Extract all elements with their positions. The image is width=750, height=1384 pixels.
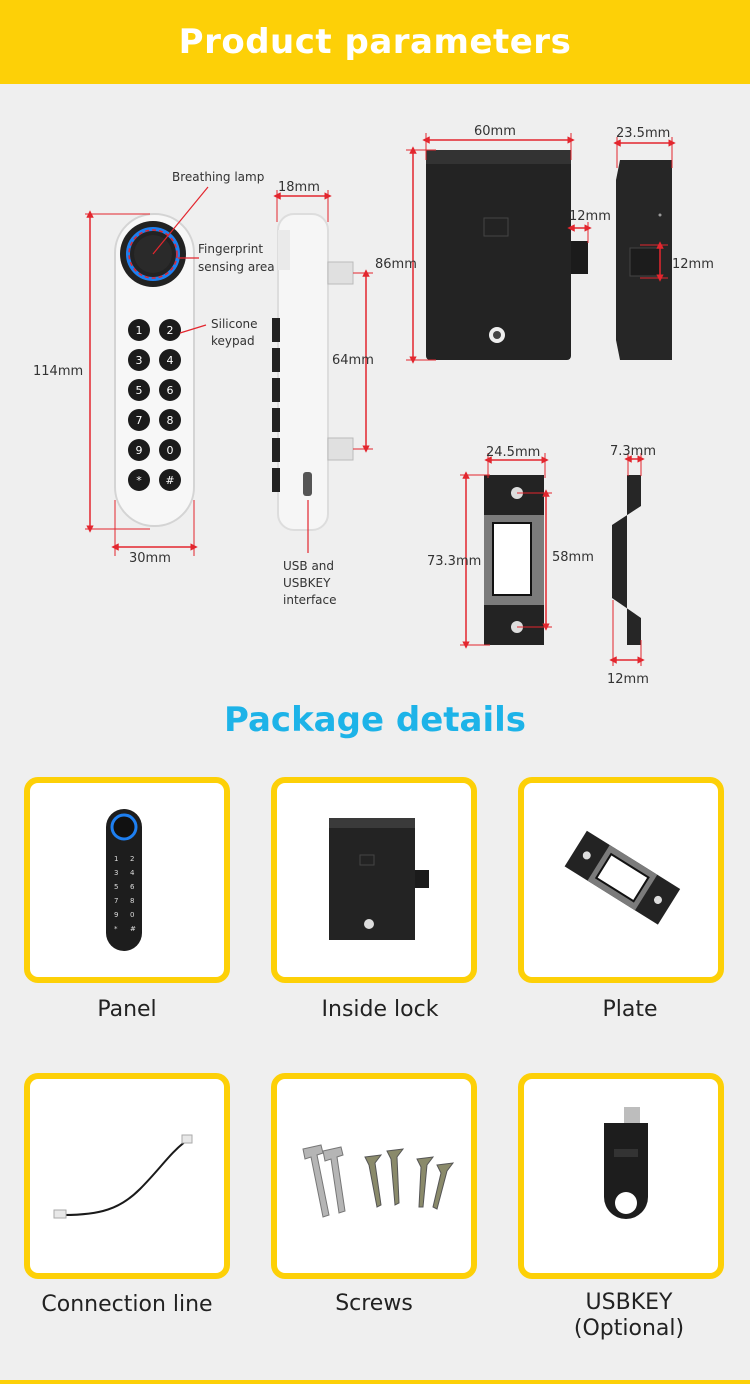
dim-plate-height: 73.3mm: [427, 554, 481, 569]
inside-lock-front: [426, 150, 588, 360]
keypad-key: [128, 319, 150, 341]
dim-plate-width: 24.5mm: [486, 445, 540, 460]
svg-text:5: 5: [114, 883, 118, 891]
package-card-connection-line: [24, 1073, 230, 1279]
caption-usbkey: USBKEY (Optional): [504, 1290, 750, 1342]
label-keypad-2: keypad: [211, 334, 255, 348]
dim-plate-side-depth: 7.3mm: [610, 444, 656, 459]
keypad-key-label: 9: [136, 444, 143, 457]
package-card-usbkey: [518, 1073, 724, 1279]
dim-panel-width: 30mm: [129, 551, 171, 566]
svg-text:7: 7: [114, 897, 118, 905]
label-usb-3: interface: [283, 593, 337, 607]
keypad-key: [128, 469, 150, 491]
keypad-key: [159, 469, 181, 491]
panel-side: [272, 213, 354, 531]
inside-lock-side: [616, 160, 672, 360]
svg-text:9: 9: [114, 911, 118, 919]
keypad-key: [159, 349, 181, 371]
package-card-panel: 1 2 3 4 5 6 7 8 9 0 * #: [24, 777, 230, 983]
keypad-key: [128, 409, 150, 431]
svg-text:4: 4: [130, 869, 135, 877]
label-breathing-lamp: Breathing lamp: [172, 170, 264, 184]
package-card-screws: [271, 1073, 477, 1279]
plate-front: [484, 475, 544, 645]
bottom-accent-line: [0, 1380, 750, 1384]
label-keypad-1: Silicone: [211, 317, 258, 331]
svg-text:0: 0: [130, 911, 134, 919]
keypad-key-label: 7: [136, 414, 143, 427]
keypad-key: [128, 349, 150, 371]
panel-front: [114, 213, 195, 527]
svg-text:*: *: [114, 925, 118, 933]
label-fingerprint-1: Fingerprint: [198, 242, 263, 256]
svg-text:3: 3: [114, 869, 118, 877]
panel-keypad: 1 2 3 4 5 6 7 8 9 0 * #: [128, 319, 181, 491]
dim-side-depth: 18mm: [278, 180, 320, 195]
svg-text:1: 1: [114, 855, 118, 863]
package-card-plate: [518, 777, 724, 983]
dim-lock-side-depth: 23.5mm: [616, 126, 670, 141]
label-fingerprint-2: sensing area: [198, 260, 275, 274]
keypad-key-label: #: [165, 474, 174, 487]
keypad-key-label: *: [136, 474, 142, 487]
caption-inside-lock: Inside lock: [321, 997, 439, 1022]
page-title: Product parameters: [178, 22, 572, 62]
svg-text:2: 2: [130, 855, 134, 863]
package-card-inside-lock: [271, 777, 477, 983]
svg-text:8: 8: [130, 897, 134, 905]
caption-panel: Panel: [97, 997, 157, 1022]
caption-screws: Screws: [335, 1291, 413, 1316]
label-usb-2: USBKEY: [283, 576, 331, 590]
keypad-key: [159, 439, 181, 461]
svg-text:#: #: [130, 925, 136, 933]
caption-usbkey-line2: (Optional): [573, 1316, 685, 1341]
keypad-key-label: 3: [136, 354, 143, 367]
product-diagram: 1 2 3 4 5 6 7 8 9 0 * # 114mm 30mm Breathing lamp F…: [33, 124, 714, 687]
keypad-key-label: 8: [167, 414, 174, 427]
keypad-key-label: 4: [167, 354, 174, 367]
keypad-key: [159, 409, 181, 431]
header-banner: Product parameters: [0, 0, 750, 84]
keypad-key: [128, 439, 150, 461]
dim-lock-width: 60mm: [474, 124, 516, 139]
inside-lock-image: [329, 818, 429, 940]
package-title: Package details: [223, 700, 527, 740]
dim-lock-bolt: 12mm: [569, 209, 611, 224]
keypad-key: [159, 319, 181, 341]
plate-image: [564, 830, 681, 925]
caption-usbkey-line1: USBKEY: [585, 1290, 673, 1315]
dim-lock-side-bolt: 12mm: [672, 257, 714, 272]
keypad-key-label: 1: [136, 324, 143, 337]
keypad-key-label: 6: [167, 384, 174, 397]
keypad-key: [128, 379, 150, 401]
dim-panel-height: 114mm: [33, 364, 83, 379]
label-usb-1: USB and: [283, 559, 334, 573]
keypad-key-label: 5: [136, 384, 143, 397]
dim-lock-height: 86mm: [375, 257, 417, 272]
caption-plate: Plate: [602, 997, 658, 1022]
usbkey-image: [604, 1107, 648, 1219]
dim-plate-holes: 58mm: [552, 550, 594, 565]
connection-line-image: [53, 1134, 193, 1219]
keypad-key-label: 2: [167, 324, 174, 337]
dim-plate-side-width: 12mm: [607, 672, 649, 687]
keypad-key-label: 0: [167, 444, 174, 457]
caption-connection-line: Connection line: [41, 1292, 213, 1317]
screws-image: [302, 1144, 455, 1218]
plate-side: [612, 475, 641, 645]
keypad-key: [159, 379, 181, 401]
dim-side-spacing: 64mm: [332, 353, 374, 368]
svg-text:6: 6: [130, 883, 135, 891]
panel-image: 1 2 3 4 5 6 7 8 9 0 * #: [106, 809, 142, 951]
